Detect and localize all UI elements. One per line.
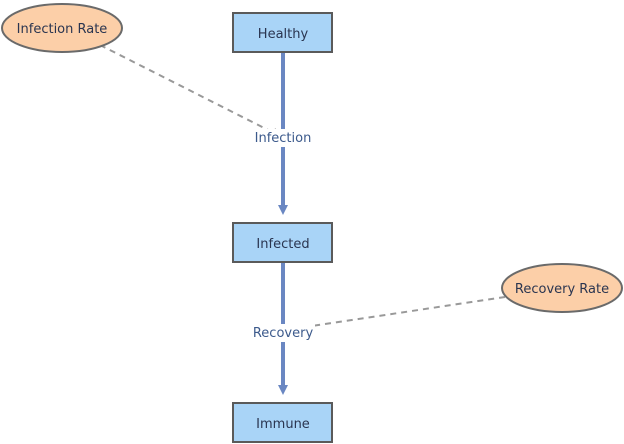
- stock-infected-label: Infected: [256, 237, 309, 252]
- aux-recovery-rate-ellipse[interactable]: [501, 263, 623, 313]
- link-infection-rate-to-infection[interactable]: [99, 44, 280, 136]
- stock-healthy[interactable]: Healthy: [232, 12, 333, 53]
- aux-infection-rate[interactable]: Infection Rate: [1, 3, 123, 53]
- flow-label-infection-bg: [250, 129, 316, 147]
- aux-recovery-rate[interactable]: Recovery Rate: [501, 263, 623, 313]
- link-recovery-rate-to-recovery[interactable]: [285, 296, 506, 330]
- flow-label-recovery-text: Recovery: [253, 326, 314, 341]
- stock-infected-box[interactable]: [232, 222, 333, 263]
- aux-infection-rate-ellipse[interactable]: [1, 3, 123, 53]
- stock-healthy-label: Healthy: [258, 27, 309, 42]
- flow-label-recovery[interactable]: Recovery: [251, 324, 315, 342]
- flow-label-infection[interactable]: Infection: [250, 129, 316, 147]
- aux-infection-rate-label: Infection Rate: [17, 22, 108, 37]
- flow-label-infection-text: Infection: [255, 131, 312, 146]
- flow-label-recovery-bg: [251, 324, 315, 342]
- aux-recovery-rate-label: Recovery Rate: [515, 282, 609, 297]
- stock-infected[interactable]: Infected: [232, 222, 333, 263]
- stock-immune-box[interactable]: [232, 402, 333, 443]
- stock-healthy-box[interactable]: [232, 12, 333, 53]
- stock-immune-label: Immune: [256, 417, 310, 432]
- stock-immune[interactable]: Immune: [232, 402, 333, 443]
